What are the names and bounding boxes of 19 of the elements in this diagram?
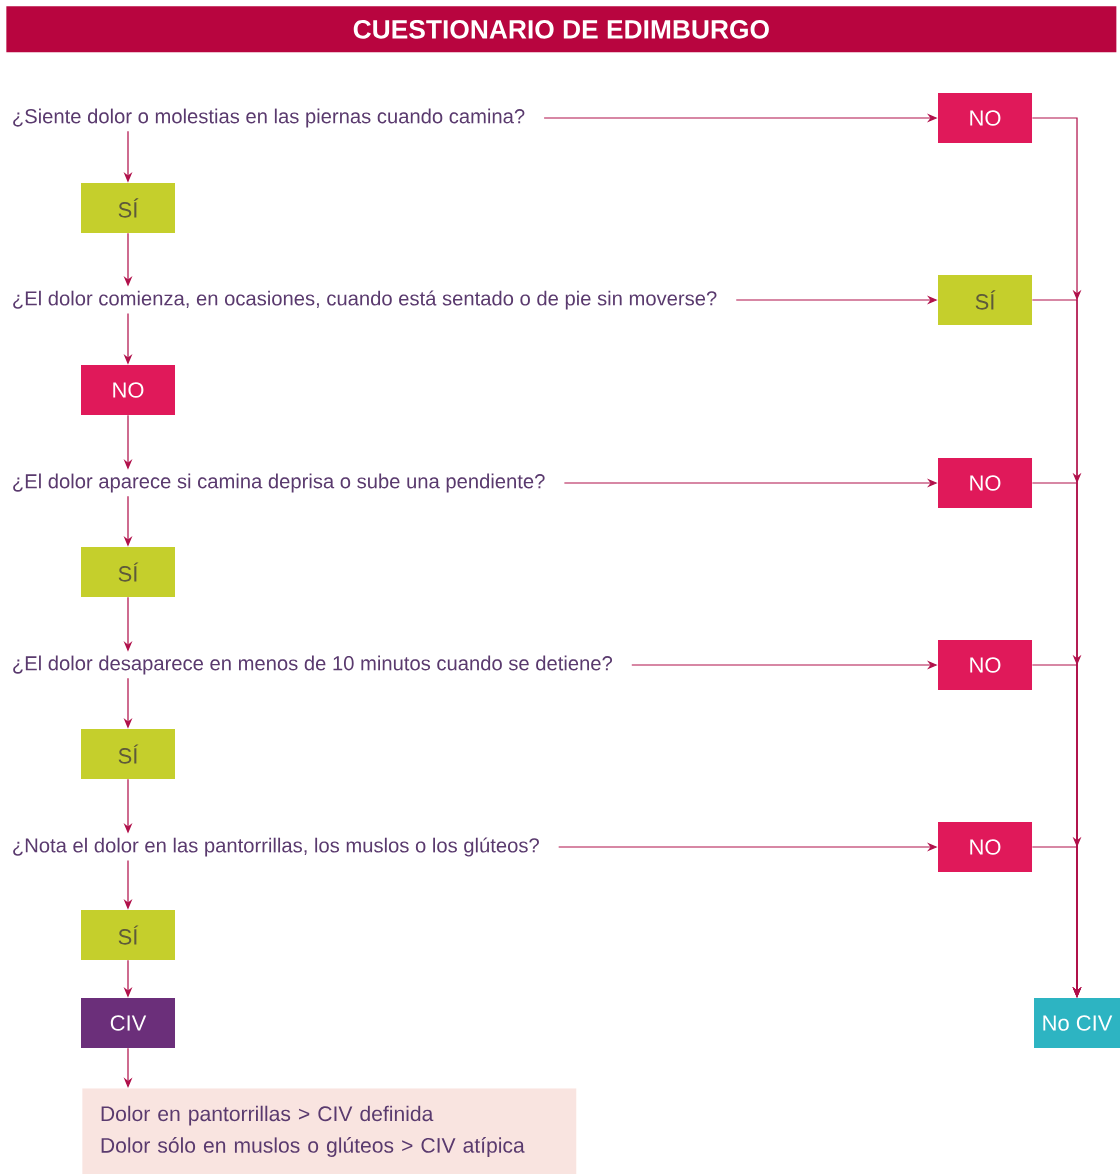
question-text: ¿Siente dolor o molestias en las piernas cuando camina? xyxy=(13,108,525,128)
answer-box: SÍ xyxy=(81,910,175,960)
answer-box: SÍ xyxy=(81,547,175,597)
answer-box: NO xyxy=(938,93,1032,143)
answer-box: NO xyxy=(938,822,1032,872)
question-text: ¿El dolor aparece si camina deprisa o sube una pendiente? xyxy=(13,473,545,493)
answer-box: SÍ xyxy=(81,183,175,233)
answer-box: NO xyxy=(938,640,1032,690)
answer-box: SÍ xyxy=(938,275,1032,325)
note-box: Dolor en pantorrillas > CIV definida Dolor sólo en muslos o glúteos > CIV atípica xyxy=(82,1088,577,1174)
result-box: No CIV xyxy=(1034,998,1120,1048)
answer-box: NO xyxy=(938,458,1032,508)
answer-box: SÍ xyxy=(81,729,175,779)
question-text: ¿Nota el dolor en las pantorrillas, los muslos o los glúteos? xyxy=(13,837,539,857)
question-text: ¿El dolor comienza, en ocasiones, cuando está sentado o de pie sin moverse? xyxy=(13,290,717,310)
result-box: CIV xyxy=(81,998,175,1048)
question-text: ¿El dolor desaparece en menos de 10 minutos cuando se detiene? xyxy=(13,655,613,675)
title-band: CUESTIONARIO DE EDIMBURGO xyxy=(6,6,1117,53)
answer-box: NO xyxy=(81,365,175,415)
